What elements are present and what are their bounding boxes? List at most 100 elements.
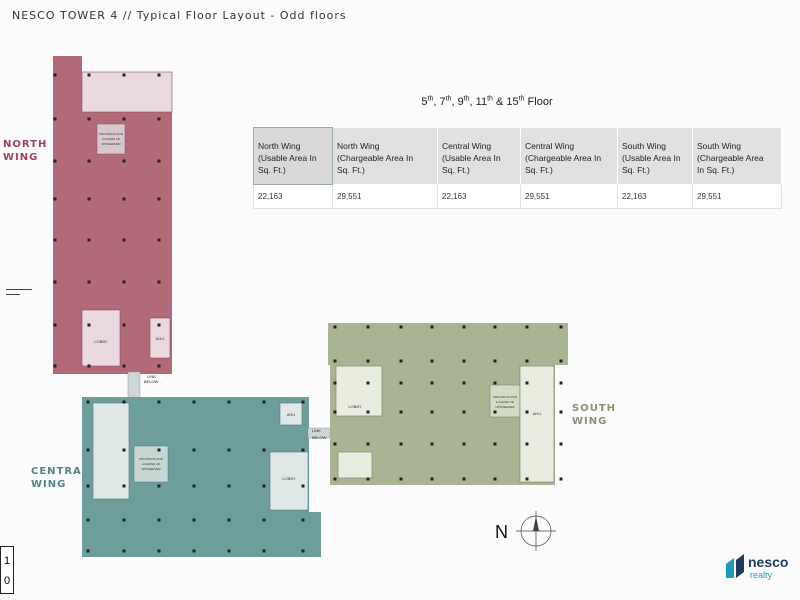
central-wing-facade [82,512,321,557]
floor-suffix: th [487,95,493,102]
structural-column [192,549,196,553]
structural-column [53,159,57,163]
structural-column [525,477,529,481]
table-header-line: (Chargeable Area [697,153,764,163]
floor-suffix: th [445,95,452,102]
structural-column [122,518,126,522]
structural-column [366,359,370,363]
structural-column [399,477,403,481]
table-header-cell: South Wing (Usable Area In Sq. Ft.) [617,127,693,185]
structural-column [301,549,305,553]
table-value-cell: 22,163 [253,184,333,209]
table-header-line: South Wing [622,141,666,151]
structural-column [462,410,466,414]
structural-column [462,359,466,363]
structural-column [53,280,57,284]
south-provision-label-3: UPS/SERVER [495,405,515,409]
link-below-label-1b: BELOW [144,379,159,384]
structural-column [53,323,57,327]
table-header-line: Sq. Ft.) [622,165,650,175]
structural-column [559,410,563,414]
south-provision-label-2: LOADING OF [496,400,515,404]
north-central-link [127,371,141,400]
page-number: 1 0 [0,546,14,594]
structural-column [301,400,305,404]
structural-column [227,448,231,452]
structural-column [227,549,231,553]
central-core-right [269,451,309,511]
north-wing-label-line2: WING [3,152,39,163]
structural-column [462,325,466,329]
central-ahu-label: AHU [287,412,296,417]
central-columns [86,400,305,553]
north-wing-label-line1: NORTH [3,139,48,150]
structural-column [525,359,529,363]
structural-column [87,117,91,121]
table-header-line: (Usable Area In [622,153,681,163]
compass-icon [516,511,556,551]
structural-column [559,442,563,446]
central-provision-box [133,445,169,483]
structural-column [462,477,466,481]
south-wing-facade [328,323,568,365]
structural-column [87,159,91,163]
north-wing-facade [53,56,82,374]
structural-column [525,442,529,446]
north-core-bottom [81,309,121,367]
north-columns [53,73,161,368]
floor-number: 11 [475,95,488,108]
structural-column [227,518,231,522]
structural-column [86,549,90,553]
central-wing-label-line1: CENTRAL [31,466,90,477]
structural-column [86,518,90,522]
structural-column [192,448,196,452]
structural-column [493,359,497,363]
structural-column [430,442,434,446]
south-wing-label: SOUTH WING [572,402,616,428]
structural-column [87,323,91,327]
page-title: NESCO TOWER 4 // Typical Floor Layout - … [12,9,347,22]
floor-number: 7 [439,95,446,108]
structural-column [559,359,563,363]
logo-sub: realty [750,570,773,580]
south-wing-plan: LOBBY PROVISION FOR LOADING OF UPS/SERVE… [328,323,568,485]
structural-column [301,518,305,522]
north-lobby-label: LOBBY [94,339,108,344]
scale-mark [6,289,32,290]
south-provision-label: PROVISION FOR [493,395,518,399]
structural-column [333,477,337,481]
structural-column [462,442,466,446]
north-provision-label: PROVISION FOR [99,132,124,136]
north-ahu-label: AHU [156,336,165,341]
structural-column [122,280,126,284]
table-value-cell: 29,551 [520,184,618,209]
structural-column [157,400,161,404]
logo-name: nesco [748,554,789,570]
floor-separator: , [433,95,440,108]
structural-column [366,325,370,329]
structural-column [122,484,126,488]
central-ahu-room [279,402,303,426]
structural-column [87,280,91,284]
table-header-line: North Wing [258,141,301,151]
structural-column [366,442,370,446]
south-ahu-label: AHU [533,411,542,416]
structural-column [430,325,434,329]
link-below-label-1: LINK [147,374,156,379]
structural-column [333,410,337,414]
structural-column [430,477,434,481]
structural-column [366,410,370,414]
table-header-line: (Chargeable Area In [337,153,414,163]
north-wing-plan: PROVISION FOR LOADING OF UPS/SERVER AHU … [53,56,173,374]
nesco-logo: nesco realty [724,554,788,585]
table-header-line: Sq. Ft.) [525,165,553,175]
structural-column [157,549,161,553]
structural-column [399,410,403,414]
compass-letter: N [495,522,508,542]
floor-separator: , [469,95,476,108]
